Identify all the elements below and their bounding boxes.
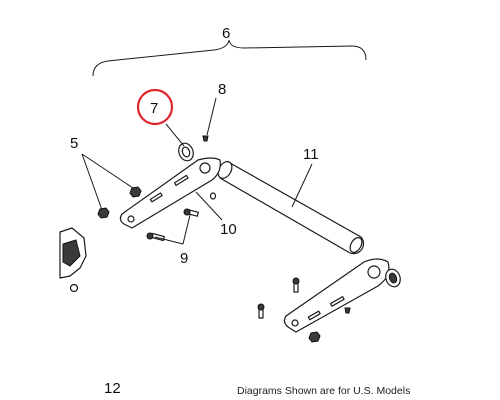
- grease-fitting: [202, 135, 209, 142]
- leader-7: [165, 123, 185, 147]
- nut: [308, 331, 321, 343]
- callout-8: 8: [218, 81, 226, 98]
- leader-10: [195, 191, 223, 221]
- footer-note: Diagrams Shown are for U.S. Models: [237, 385, 410, 397]
- shaft: [217, 161, 365, 255]
- bolt: [183, 208, 199, 217]
- callout-12: 12: [104, 380, 121, 397]
- callout-9: 9: [180, 250, 188, 267]
- leader-8: [206, 97, 217, 136]
- callout-11: 11: [303, 146, 319, 163]
- callout-10: 10: [220, 221, 237, 238]
- bushing: [178, 142, 194, 162]
- bushing-lower: [385, 268, 401, 288]
- lower-arm: [283, 258, 390, 333]
- bolt: [257, 303, 265, 319]
- group-bracket: [92, 39, 367, 77]
- leader-5: [81, 153, 134, 211]
- callout-6: 6: [222, 25, 230, 42]
- callout-7: 7: [150, 100, 158, 117]
- highlight-circle: [136, 88, 174, 126]
- bolt: [292, 277, 300, 293]
- callout-5: 5: [70, 135, 78, 152]
- upper-arm: [119, 157, 221, 229]
- frame-fragment: [59, 227, 87, 293]
- nut: [129, 186, 142, 198]
- leader-11: [291, 163, 313, 208]
- washer: [209, 192, 217, 200]
- leader-9: [154, 214, 191, 245]
- nut: [97, 207, 110, 219]
- grease-fitting-lower: [344, 307, 351, 314]
